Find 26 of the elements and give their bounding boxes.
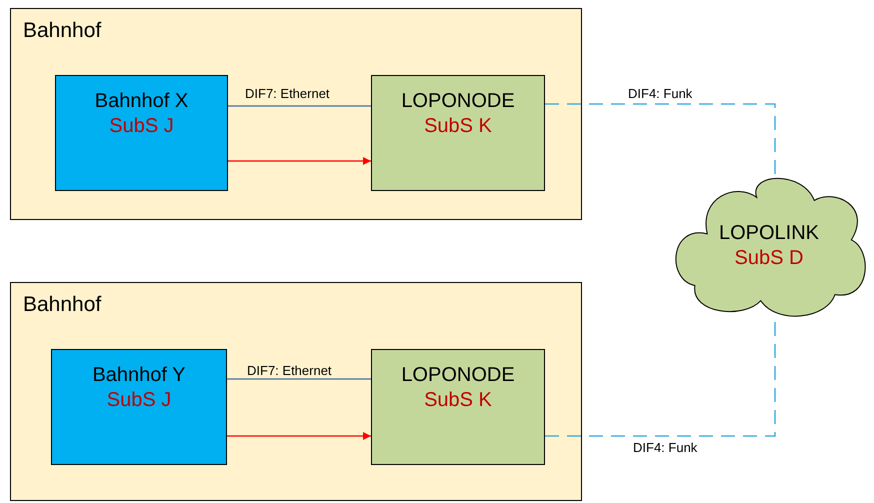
subsystem-label: SubS D [734,247,804,270]
group-title: Bahnhof [23,293,102,317]
edge-label: DIF4: Funk [626,87,694,101]
node-title: LOPOLINK [718,222,820,245]
arrow [227,432,371,440]
group-title: Bahnhof [23,19,102,43]
subsystem-label: SubS J [106,389,172,412]
node-title: Bahnhof X [94,90,190,113]
station-box [55,75,228,191]
subsystem-label: SubS K [423,389,493,412]
connector-line [228,105,371,107]
edge-label: DIF7: Ethernet [245,364,334,378]
subsystem-label: SubS K [423,115,493,138]
node-box [371,349,545,465]
subsystem-label: SubS J [108,115,175,138]
station-box [51,349,227,465]
node-title: LOPONODE [400,90,516,113]
node-title: Bahnhof Y [91,364,187,387]
edge-label: DIF4: Funk [631,441,700,455]
edge-label: DIF7: Ethernet [243,87,332,101]
node-title: LOPONODE [400,364,516,387]
connector-line [227,378,371,380]
arrow [228,157,371,165]
station-group-box [10,8,582,220]
station-group-box [10,282,582,501]
node-box [371,75,545,191]
